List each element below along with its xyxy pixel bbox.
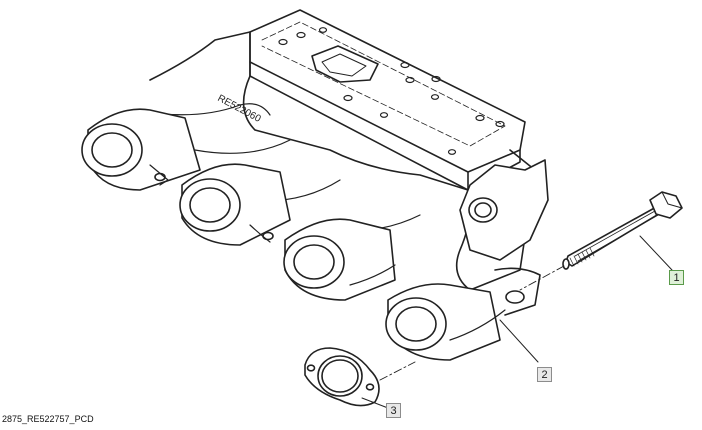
runner-port-3 — [283, 218, 396, 301]
callout-2[interactable]: 2 — [537, 367, 552, 382]
part-number-marking: RE522060 — [216, 93, 263, 125]
leader-line-2 — [499, 319, 539, 363]
mounting-boss — [459, 159, 549, 316]
intake-manifold: RE522060 — [81, 9, 549, 363]
figure-caption: 2875_RE522757_PCD — [2, 414, 94, 424]
gasket — [304, 347, 416, 409]
bolt — [519, 191, 683, 291]
callout-1[interactable]: 1 — [669, 270, 684, 285]
runner-port-2 — [179, 163, 291, 246]
runner-port-1 — [81, 108, 201, 191]
leader-line-3 — [361, 397, 389, 409]
runner-port-4 — [385, 283, 506, 361]
leader-line-1 — [639, 235, 673, 271]
callout-3[interactable]: 3 — [386, 403, 401, 418]
